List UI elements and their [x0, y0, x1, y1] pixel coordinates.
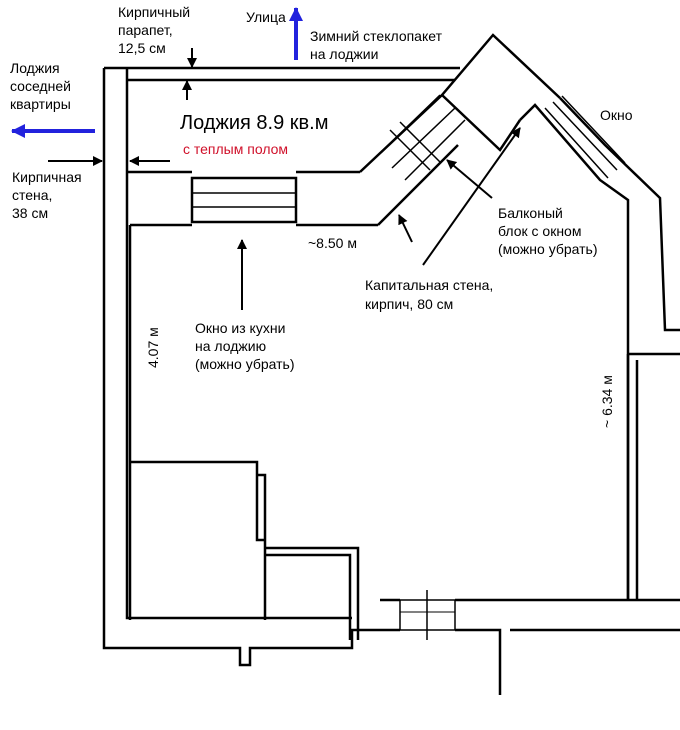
right-wall-dimension: ~ 6.34 м [599, 375, 615, 428]
annotation-arrows [48, 48, 521, 310]
capital-wall-label-line2: кирпич, 80 см [365, 296, 453, 312]
loggia-width-dimension: ~8.50 м [308, 235, 357, 251]
capital-wall-arrow [398, 214, 413, 243]
winter-glazing-label-line2: на лоджии [310, 46, 378, 62]
neighbor-loggia-label-line1: Лоджия [10, 60, 60, 76]
brick-wall-label-line1: Кирпичная [12, 169, 82, 185]
outer-brick-wall [102, 68, 380, 667]
neighbor-loggia-label-line2: соседней [10, 78, 71, 94]
kitchen-window-label-line1: Окно из кухни [195, 320, 285, 336]
neighbor-loggia-label-line3: квартиры [10, 96, 71, 112]
parapet-label-line3: 12,5 см [118, 40, 166, 56]
balcony-block-label-line1: Балконый [498, 205, 563, 221]
outer-brick-wall-inner [125, 68, 352, 620]
brick-wall-label-line2: стена, [12, 187, 52, 203]
street-label: Улица [246, 9, 286, 25]
right-window [544, 95, 626, 179]
direction-arrows [11, 7, 303, 138]
loggia-title: Лоджия 8.9 кв.м [180, 112, 328, 134]
winter-glazing-label-line1: Зимний стеклопакет [310, 28, 443, 44]
bottom-wall [380, 598, 680, 695]
capital-wall-label-line1: Капитальная стена, [365, 277, 493, 293]
balcony-block-label-line2: блок с окном [498, 223, 581, 239]
kitchen-window-label-line2: на лоджию [195, 338, 266, 354]
window-label: Окно [600, 107, 633, 123]
balcony-block-label-line3: (можно убрать) [498, 241, 598, 257]
kitchen-window-label-line3: (можно убрать) [195, 356, 295, 372]
walls [102, 33, 680, 695]
balcony-block [377, 94, 466, 181]
room-top-wall [127, 170, 378, 227]
kitchen-units [128, 455, 360, 640]
capital-wall-arrow-2 [422, 127, 521, 266]
balcony-block-arrow [446, 159, 493, 199]
parapet-label-line2: парапет, [118, 22, 173, 38]
left-wall-dimension: 4.07 м [145, 327, 161, 368]
parapet-label-line1: Кирпичный [118, 4, 190, 20]
capital-wall [359, 33, 680, 600]
kitchen-window-opening [190, 176, 298, 224]
loggia-subtitle: с теплым полом [183, 141, 288, 157]
brick-wall-label-line3: 38 см [12, 205, 48, 221]
